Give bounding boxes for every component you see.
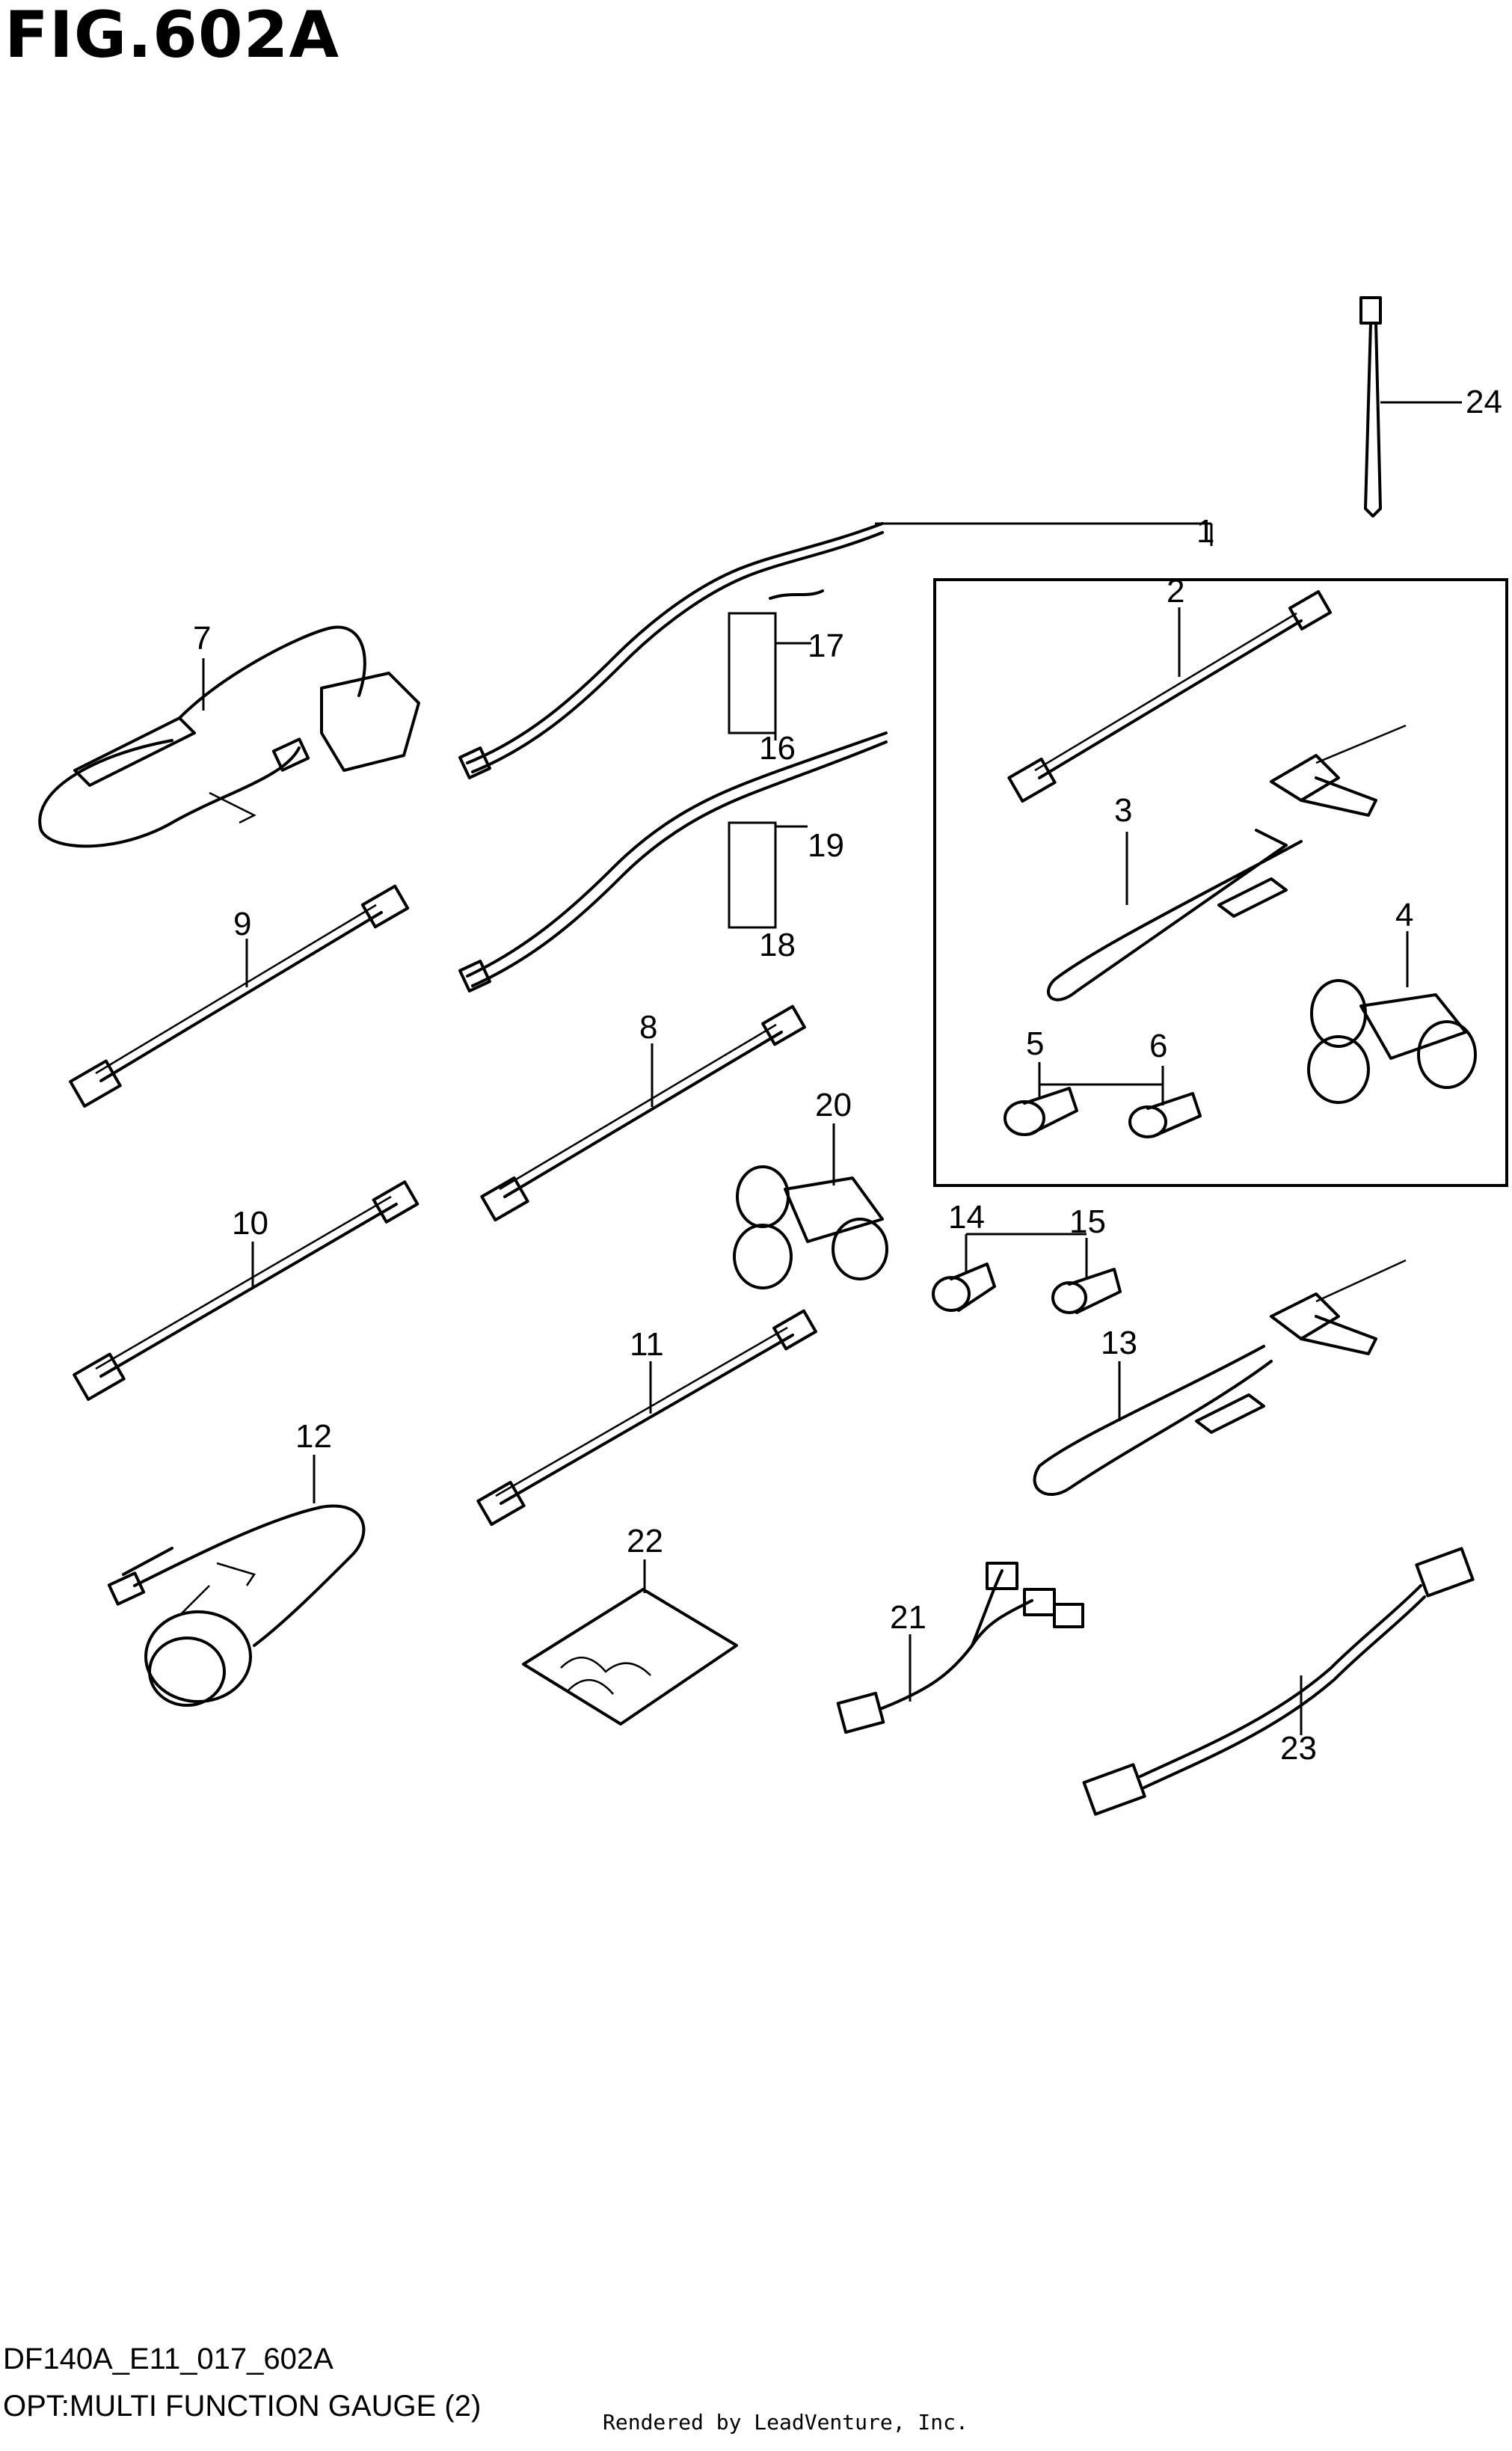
part-3-sensor-cable[interactable] xyxy=(1047,724,1407,1001)
callout-10[interactable]: 10 xyxy=(232,1205,268,1242)
part-5-terminator[interactable] xyxy=(1004,1087,1078,1136)
part-11-cable[interactable] xyxy=(476,1309,817,1527)
callout-9[interactable]: 9 xyxy=(233,906,251,942)
part-14-terminator[interactable] xyxy=(932,1263,996,1312)
callout-12[interactable]: 12 xyxy=(295,1418,332,1455)
callout-20[interactable]: 20 xyxy=(815,1087,852,1123)
callout-23[interactable]: 23 xyxy=(1280,1730,1317,1767)
callout-19[interactable]: 19 xyxy=(808,827,844,864)
part-10-cable[interactable] xyxy=(73,1180,420,1401)
callout-14[interactable]: 14 xyxy=(948,1199,985,1236)
callout-7[interactable]: 7 xyxy=(193,620,211,657)
callout-17[interactable]: 17 xyxy=(808,628,844,664)
callout-22[interactable]: 22 xyxy=(627,1523,663,1559)
part-8-cable[interactable] xyxy=(480,1004,806,1222)
callout-21[interactable]: 21 xyxy=(890,1599,926,1636)
callout-16[interactable]: 16 xyxy=(759,730,796,767)
callout-11[interactable]: 11 xyxy=(630,1326,664,1363)
callout-18[interactable]: 18 xyxy=(759,927,796,963)
callout-2[interactable]: 2 xyxy=(1167,573,1184,610)
part-22-parts-bag[interactable] xyxy=(522,1588,738,1725)
callout-24[interactable]: 24 xyxy=(1466,384,1502,420)
part-21-harness-adapter[interactable] xyxy=(836,1562,1084,1734)
callout-5[interactable]: 5 xyxy=(1026,1025,1044,1062)
part-13-sensor-cable[interactable] xyxy=(1033,1259,1407,1497)
part-7-sensor-loop[interactable] xyxy=(38,625,420,848)
callout-1[interactable]: 1 xyxy=(1196,513,1214,550)
part-18-harness[interactable] xyxy=(458,731,888,993)
callout-3[interactable]: 3 xyxy=(1114,792,1132,829)
part-12-transducer[interactable] xyxy=(107,1504,366,1707)
part-6-terminator[interactable] xyxy=(1128,1092,1202,1138)
callout-6[interactable]: 6 xyxy=(1149,1028,1167,1064)
part-23-harness[interactable] xyxy=(1082,1547,1475,1816)
part-24-cable-tie[interactable] xyxy=(1359,296,1382,518)
render-credit: Rendered by LeadVenture, Inc. xyxy=(603,2410,968,2435)
diagram-code: DF140A_E11_017_602A xyxy=(3,2343,334,2375)
diagram-name: OPT:MULTI FUNCTION GAUGE (2) xyxy=(3,2390,482,2423)
callout-13[interactable]: 13 xyxy=(1101,1325,1137,1361)
inset-box xyxy=(933,578,1508,1187)
part-4-tee-connector[interactable] xyxy=(1307,979,1477,1104)
part-9-cable[interactable] xyxy=(69,884,410,1108)
callout-4[interactable]: 4 xyxy=(1395,897,1413,933)
part-1-harness-upper[interactable] xyxy=(458,522,884,779)
part-15-terminator[interactable] xyxy=(1051,1268,1122,1314)
callout-8[interactable]: 8 xyxy=(639,1009,657,1046)
part-2-cable[interactable] xyxy=(1007,590,1333,803)
figure-title: FIG.602A xyxy=(4,0,340,73)
part-20-tee-connector[interactable] xyxy=(733,1165,888,1289)
